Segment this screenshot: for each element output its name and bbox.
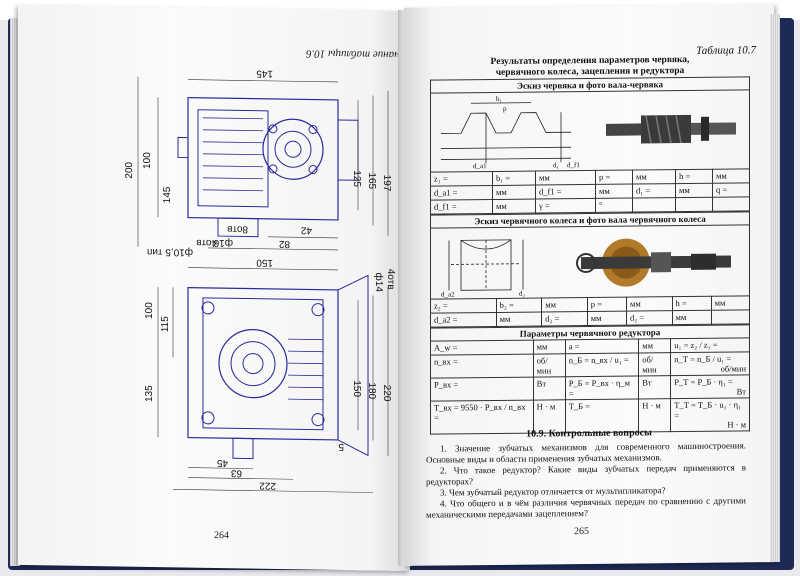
wheel-params-grid: z₂ = b₂ = мм p = мм h = мм d_a2 = мм d₂ … bbox=[430, 295, 750, 328]
sketch-label: d_a2 bbox=[441, 290, 455, 298]
sketch-label: d₁ bbox=[553, 161, 559, 169]
dim-label: 100 bbox=[144, 302, 155, 319]
worm-shaft-photo bbox=[606, 114, 736, 144]
reducer-technical-drawing: 145 100 200 145 125 165 197 42 82 8отв ф… bbox=[124, 68, 396, 493]
dim-label: 125 bbox=[351, 170, 362, 187]
dim-label: 150 bbox=[256, 257, 273, 268]
sketch-label: b₁ bbox=[496, 95, 502, 103]
question-item: 4. Что общего и в чём различия червячных… bbox=[426, 495, 746, 520]
parameters-table: Результаты определения параметров червяк… bbox=[430, 54, 750, 435]
dim-label: 135 bbox=[144, 385, 155, 402]
page-edges-left bbox=[10, 18, 20, 566]
page-edges-right bbox=[770, 14, 780, 562]
left-page: Окончание таблицы 10.6 bbox=[18, 4, 423, 572]
dim-label: 5 bbox=[338, 441, 344, 452]
sketch-label: d_a1 bbox=[473, 162, 487, 170]
dim-label: 8отв bbox=[227, 223, 248, 234]
wheel-figure-row: d_a2 d₂ bbox=[430, 224, 750, 299]
dim-label: 165 bbox=[366, 172, 377, 189]
dim-label: ф16 bbox=[213, 237, 233, 249]
dim-label: 42 bbox=[300, 224, 312, 235]
page-number: 265 bbox=[574, 526, 589, 538]
questions-list: 1. Значение зубчатых механизмов для совр… bbox=[426, 440, 746, 520]
dim-label: 45 bbox=[216, 457, 228, 468]
dim-label: 150 bbox=[351, 380, 362, 397]
worm-params-grid: z₁ = b₁ = мм p = мм h = мм d_a1 = мм d_f… bbox=[430, 168, 750, 215]
dim-label: 200 bbox=[124, 161, 135, 178]
dim-label: 145 bbox=[256, 68, 273, 79]
dim-label: 4отв bbox=[385, 269, 396, 290]
wheel-shaft-photo bbox=[576, 238, 731, 287]
dim-label: 4отв bbox=[196, 237, 217, 248]
dim-label: ф14 bbox=[373, 272, 385, 292]
worm-tooth-profile bbox=[441, 112, 571, 134]
shaft-bearing bbox=[218, 329, 288, 399]
reducer-params-grid: A_w = мм a = мм u₁ = z₂ / z₁ = n_вх = об… bbox=[430, 337, 750, 435]
right-page: Таблица 10.7 Результаты определения пара… bbox=[404, 4, 774, 566]
housing-top-view bbox=[187, 96, 339, 221]
dim-label: 180 bbox=[366, 382, 377, 399]
worm-figure-row: b₁ p d_a1 d₁ d_f1 bbox=[430, 89, 750, 172]
page-number: 264 bbox=[214, 530, 229, 542]
sketch-label: p bbox=[503, 105, 507, 113]
sketch-label: d₂ bbox=[519, 290, 525, 298]
dim-label: 100 bbox=[142, 152, 153, 169]
dim-label: 63 bbox=[230, 467, 242, 478]
dim-label: 82 bbox=[278, 238, 290, 249]
dim-label: ф10,5 тип bbox=[147, 246, 193, 259]
wheel-rim-arc bbox=[460, 239, 512, 250]
sketch-label: d_f1 bbox=[567, 161, 580, 169]
dim-label: 220 bbox=[381, 385, 392, 402]
wheel-sketch-and-photo: d_a2 d₂ bbox=[441, 238, 731, 299]
dim-label: 145 bbox=[162, 186, 173, 203]
output-flange bbox=[262, 118, 324, 180]
dim-label: 115 bbox=[160, 316, 171, 333]
dim-label: 197 bbox=[381, 175, 392, 192]
worm-sketch-and-photo: b₁ p d_a1 d₁ d_f1 bbox=[441, 95, 736, 170]
dim-label: 222 bbox=[259, 480, 276, 491]
